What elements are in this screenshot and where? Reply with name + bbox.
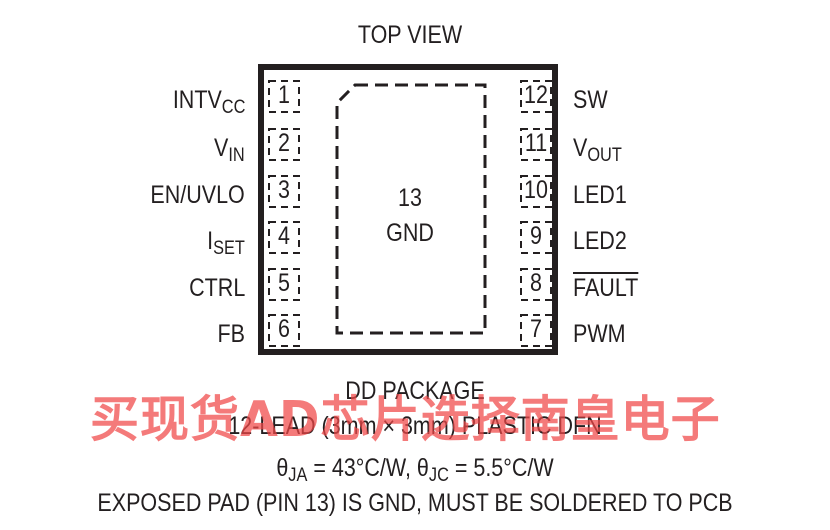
pin-label-led2: LED2 [573, 227, 627, 255]
pin-number: 7 [530, 315, 542, 343]
pin-label-sw: SW [573, 86, 608, 114]
package-name: DD PACKAGE [345, 377, 485, 405]
pin-box-7: 7 [520, 314, 552, 347]
pin-label-ctrl: CTRL [188, 274, 245, 302]
pin-label-intvcc: INTVCC [172, 86, 245, 118]
pin-box-9: 9 [520, 221, 552, 254]
pin-label-vout: VOUT [573, 134, 622, 166]
pin-number: 8 [530, 269, 542, 297]
pin-box-4: 4 [268, 221, 300, 254]
top-view-label: TOP VIEW [357, 21, 463, 49]
pad-name: GND [386, 219, 434, 247]
package-description: 12-LEAD (3mm × 3mm) PLASTIC DFN [228, 412, 602, 440]
pin-number: 9 [530, 222, 542, 250]
pin-label-fault: FAULT [573, 274, 639, 302]
watermark-text: 买现货AD芯片选择南皇电子 [90, 391, 721, 448]
pin-number: 12 [524, 81, 548, 109]
pad-number: 13 [398, 184, 422, 212]
pin-number: 10 [524, 176, 548, 204]
pin-box-6: 6 [268, 314, 300, 347]
pin-number: 3 [278, 176, 290, 204]
pin-number: 6 [278, 315, 290, 343]
exposed-pad-note: EXPOSED PAD (PIN 13) IS GND, MUST BE SOL… [97, 489, 733, 517]
pin-number: 2 [278, 129, 290, 157]
pin-box-2: 2 [268, 128, 300, 161]
pin-box-12: 12 [520, 80, 552, 113]
pin-number: 4 [278, 222, 290, 250]
pin-box-10: 10 [520, 175, 552, 208]
pin-label-iset: ISET [207, 227, 245, 259]
pin-box-3: 3 [268, 175, 300, 208]
pin-box-11: 11 [520, 128, 552, 161]
thermal-resistance: θJA = 43°C/W, θJC = 5.5°C/W [276, 454, 554, 486]
pin-number: 11 [524, 129, 548, 157]
pin-label-pwm: PWM [573, 320, 626, 348]
pin-label-led1: LED1 [573, 181, 627, 209]
pin-label-en-uvlo: EN/UVLO [150, 181, 245, 209]
pin-label-vin: VIN [214, 134, 245, 166]
pin-number: 1 [278, 81, 290, 109]
pin-label-fb: FB [217, 320, 245, 348]
pin-box-5: 5 [268, 268, 300, 301]
pin-number: 5 [278, 269, 290, 297]
pin-box-1: 1 [268, 80, 300, 113]
package-outline [258, 64, 558, 355]
pin-box-8: 8 [520, 268, 552, 301]
